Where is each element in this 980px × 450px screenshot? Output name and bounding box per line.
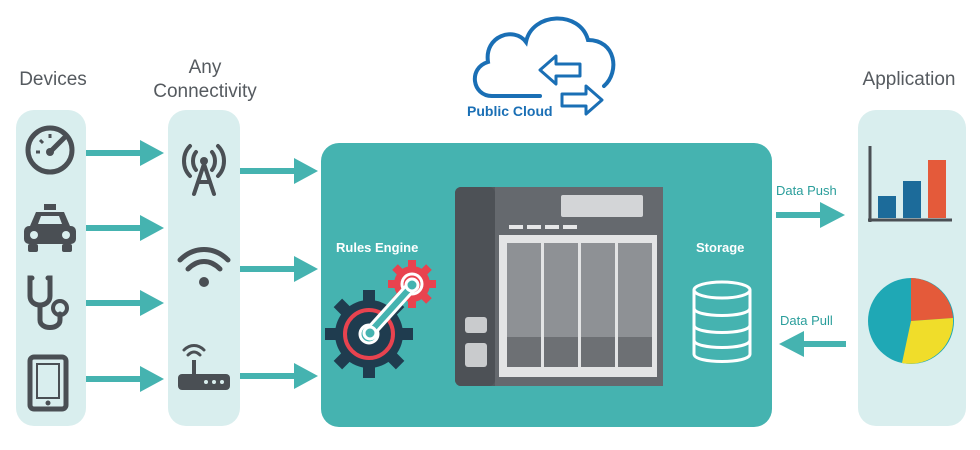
sync-arrows-icon	[538, 54, 604, 116]
data-push-arrow	[776, 202, 845, 228]
arrow-right-icon	[240, 256, 318, 282]
data-pull-label: Data Pull	[780, 313, 833, 328]
arrow-right-icon	[86, 140, 164, 166]
drive-bays	[507, 243, 652, 367]
gears-icon	[325, 260, 436, 378]
storage-label: Storage	[696, 240, 745, 255]
nas-device-icon	[455, 187, 663, 386]
application-panel	[858, 110, 966, 426]
arrow-right-icon	[86, 215, 164, 241]
data-pull-arrow	[779, 331, 846, 357]
cell-tower-icon	[182, 144, 226, 196]
arrow-right-icon	[86, 366, 164, 392]
arrow-right-icon	[240, 158, 318, 184]
pie-chart-icon	[868, 278, 954, 364]
speedometer-icon	[25, 125, 75, 175]
wifi-icon	[177, 247, 231, 287]
application-title: Application	[862, 69, 956, 90]
arrow-right-icon	[86, 290, 164, 316]
arrow-right-icon	[240, 363, 318, 389]
cloud-icon	[472, 16, 616, 116]
connectivity-title-line2: Connectivity	[153, 81, 257, 102]
tablet-icon	[27, 354, 69, 412]
connectivity-title-line1: Any	[188, 57, 222, 78]
data-push-label: Data Push	[776, 183, 837, 198]
bar-chart-icon	[868, 146, 952, 222]
rules-engine-label: Rules Engine	[336, 240, 419, 255]
router-icon	[178, 344, 230, 390]
taxi-icon	[24, 204, 76, 252]
devices-title: Devices	[19, 69, 87, 90]
stethoscope-icon	[27, 275, 69, 330]
public-cloud-label: Public Cloud	[467, 103, 553, 119]
database-icon	[692, 280, 752, 363]
